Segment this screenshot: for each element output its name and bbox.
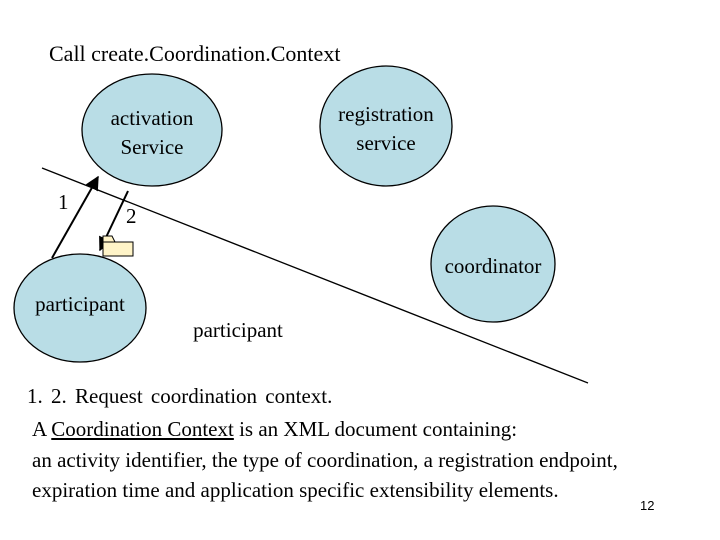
body-line-4: expiration time and application specific…: [32, 478, 559, 502]
registration-service-node: [319, 65, 453, 187]
coordinator-node: [430, 205, 556, 323]
arrow-request: [51, 175, 99, 259]
body-line-1: 1. 2. Request coordination context.: [27, 384, 333, 408]
boundary-line: [41, 167, 589, 384]
body-line-2-prefix: A: [32, 417, 52, 441]
coordinator-label: coordinator: [444, 254, 542, 278]
participant-right-label: participant: [193, 318, 283, 342]
folder-icon: [102, 235, 134, 257]
body-line-2-suffix: is an XML document containing:: [233, 417, 518, 441]
body-line-3: an activity identifier, the type of coor…: [32, 448, 618, 472]
body-line-2: A Coordination Context is an XML documen…: [32, 417, 517, 442]
arrow-label-1: 1: [58, 190, 69, 214]
page-number: 12: [640, 498, 655, 513]
participant-left-node: [13, 253, 147, 363]
coordination-context-term: Coordination Context: [51, 417, 234, 441]
activation-service-label: activation Service: [110, 106, 194, 159]
registration-service-label: registration service: [338, 102, 434, 155]
page-title: Call create.Coordination.Context: [49, 41, 341, 66]
arrow-label-2: 2: [126, 204, 137, 228]
activation-service-node: [81, 73, 223, 187]
participant-left-label: participant: [35, 292, 125, 316]
